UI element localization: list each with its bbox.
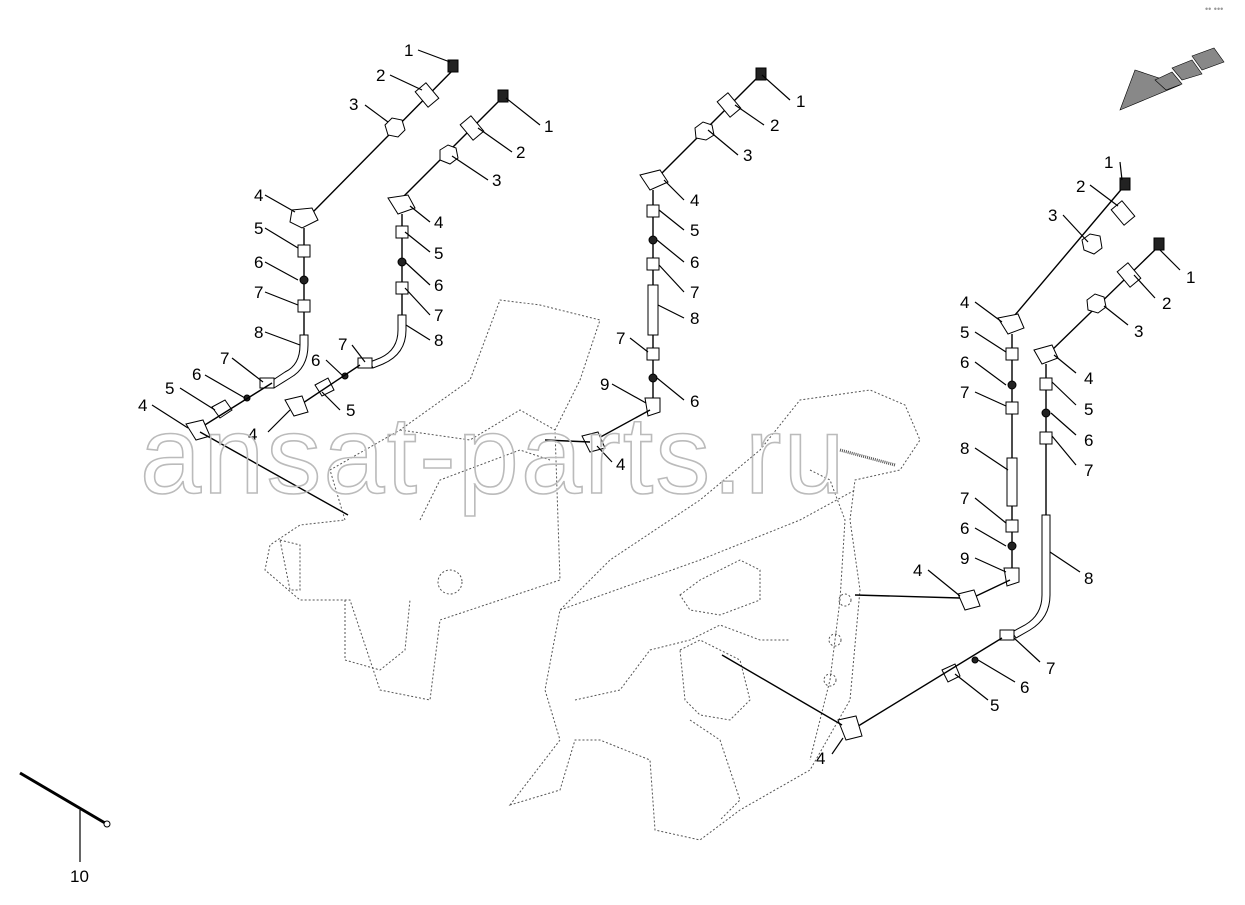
callout-7: 7 [960, 489, 969, 508]
callout-5: 5 [254, 219, 263, 238]
callout-4: 4 [248, 425, 257, 444]
callout-6: 6 [1020, 678, 1029, 697]
callout-1: 1 [544, 117, 553, 136]
callout-2: 2 [516, 143, 525, 162]
callout-7: 7 [616, 329, 625, 348]
lube-line-assembly-b [284, 89, 509, 417]
watermark-text: ansat-parts.ru [140, 394, 847, 517]
callout-labels: 1 2 3 4 5 6 7 8 7 6 5 4 1 2 3 4 5 6 7 8 … [70, 41, 1195, 886]
callout-4: 4 [1084, 369, 1093, 388]
lube-line-assembly-a [185, 59, 459, 516]
callout-7: 7 [690, 283, 699, 302]
callout-3: 3 [1134, 322, 1143, 341]
callout-7: 7 [338, 335, 347, 354]
callout-2: 2 [770, 116, 779, 135]
callout-3: 3 [1048, 206, 1057, 225]
callout-5: 5 [990, 696, 999, 715]
callout-4: 4 [434, 213, 443, 232]
callout-7: 7 [1046, 659, 1055, 678]
callout-6: 6 [254, 253, 263, 272]
corner-mark: •• ••• [1205, 4, 1223, 14]
callout-8: 8 [690, 309, 699, 328]
callout-4: 4 [913, 561, 922, 580]
callout-8: 8 [254, 323, 263, 342]
callout-10: 10 [70, 867, 89, 886]
callout-6: 6 [690, 253, 699, 272]
callout-1: 1 [1104, 153, 1113, 172]
callout-1: 1 [796, 92, 805, 111]
lube-line-assembly-e [721, 237, 1165, 741]
callout-3: 3 [349, 95, 358, 114]
callout-6: 6 [960, 353, 969, 372]
callout-2: 2 [376, 66, 385, 85]
callout-5: 5 [690, 221, 699, 240]
cable-tie-icon [19, 771, 111, 862]
callout-5: 5 [165, 379, 174, 398]
callout-5: 5 [1084, 400, 1093, 419]
callout-3: 3 [743, 146, 752, 165]
callout-5: 5 [346, 401, 355, 420]
left-frame-outline [264, 299, 601, 701]
callout-2: 2 [1162, 294, 1171, 313]
callout-6: 6 [311, 351, 320, 370]
lube-line-assembly-c [544, 67, 767, 453]
callout-6: 6 [960, 519, 969, 538]
lube-line-assembly-d [854, 177, 1136, 611]
callout-3: 3 [492, 171, 501, 190]
callout-7: 7 [434, 306, 443, 325]
callout-7: 7 [254, 283, 263, 302]
right-frame-outline [508, 389, 921, 841]
leader-lines [151, 49, 1181, 755]
callout-5: 5 [434, 244, 443, 263]
callout-4: 4 [960, 293, 969, 312]
callout-6: 6 [434, 276, 443, 295]
callout-7: 7 [1084, 461, 1093, 480]
callout-1: 1 [404, 41, 413, 60]
callout-7: 7 [220, 349, 229, 368]
callout-6: 6 [690, 392, 699, 411]
callout-6: 6 [1084, 431, 1093, 450]
callout-4: 4 [816, 749, 825, 768]
callout-4: 4 [690, 191, 699, 210]
callout-8: 8 [960, 439, 969, 458]
direction-arrow-icon [1119, 47, 1225, 111]
callout-9: 9 [600, 375, 609, 394]
callout-8: 8 [434, 331, 443, 350]
callout-4: 4 [616, 455, 625, 474]
grease-fitting-icon [447, 59, 459, 73]
callout-4: 4 [138, 396, 147, 415]
callout-8: 8 [1084, 569, 1093, 588]
callout-4: 4 [254, 186, 263, 205]
callout-9: 9 [960, 549, 969, 568]
callout-7: 7 [960, 383, 969, 402]
callout-5: 5 [960, 323, 969, 342]
callout-2: 2 [1076, 177, 1085, 196]
callout-6: 6 [192, 365, 201, 384]
callout-1: 1 [1186, 268, 1195, 287]
